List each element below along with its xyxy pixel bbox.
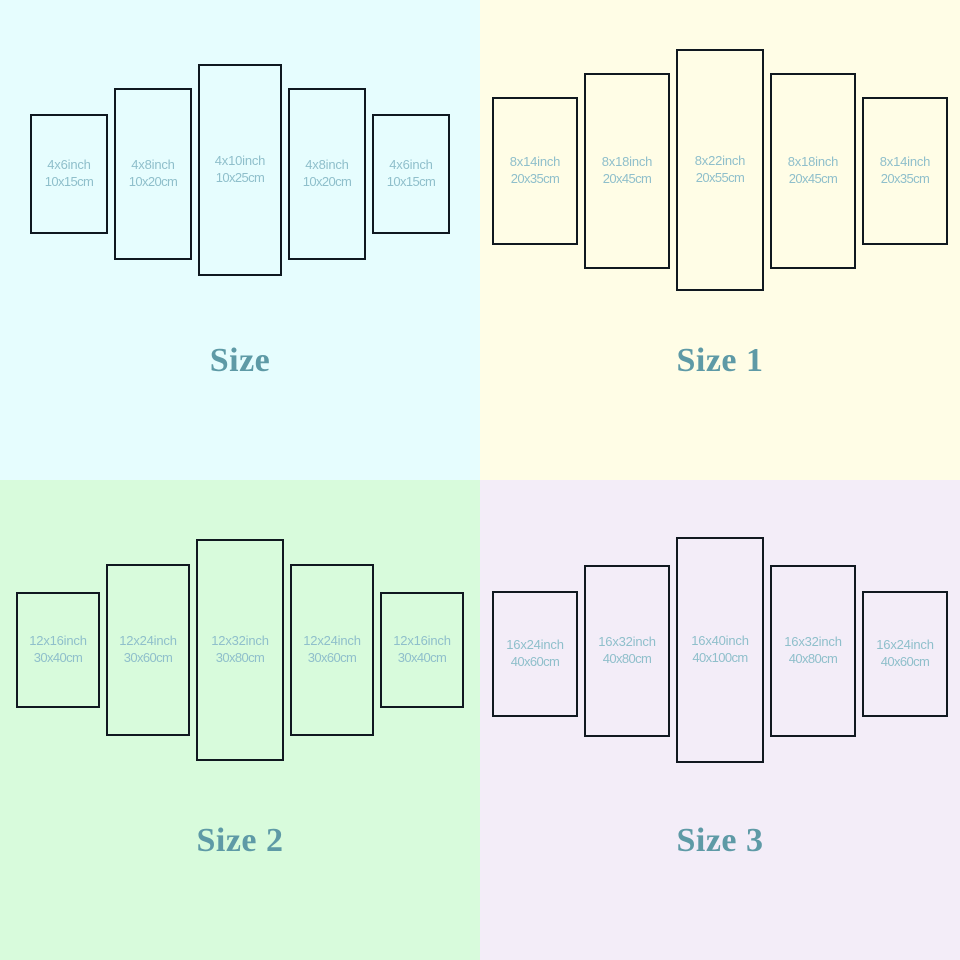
panel-size-inch: 4x6inch: [389, 157, 433, 173]
panel-size-cm: 10x15cm: [386, 174, 436, 189]
panel-size-inch: 16x40inch: [691, 633, 749, 649]
panel-size-cm: 40x100cm: [692, 650, 748, 665]
panel-size-inch: 4x6inch: [47, 157, 91, 173]
panel-size-inch: 4x8inch: [131, 157, 175, 173]
quadrant-title: Size: [209, 342, 271, 379]
panel-size-inch: 8x22inch: [694, 153, 746, 169]
panel-size-inch: 4x8inch: [305, 157, 349, 173]
panel-size-cm: 10x20cm: [128, 174, 178, 189]
panel-size-cm: 40x80cm: [602, 651, 652, 666]
panel-size-inch: 8x18inch: [601, 154, 653, 170]
panel-size-cm: 10x20cm: [302, 174, 352, 189]
panel-size-inch: 16x24inch: [506, 637, 564, 653]
panel-size-inch: 8x14inch: [509, 154, 561, 170]
panel-size-inch: 8x14inch: [879, 154, 931, 170]
quadrant-title: Size 3: [676, 822, 764, 859]
panel-size-inch: 12x32inch: [211, 633, 269, 649]
panel-size-cm: 10x25cm: [215, 170, 265, 185]
panel-size-inch: 4x10inch: [214, 153, 266, 169]
panel-size-cm: 40x60cm: [510, 654, 560, 669]
panel-size-cm: 20x55cm: [695, 170, 745, 185]
panel-size-cm: 30x40cm: [33, 650, 83, 665]
panel-size-inch: 12x16inch: [29, 633, 87, 649]
panel-size-cm: 10x15cm: [44, 174, 94, 189]
panel-size-inch: 12x16inch: [393, 633, 451, 649]
panel-size-cm: 20x45cm: [788, 171, 838, 186]
panel-size-cm: 30x80cm: [215, 650, 265, 665]
panel-size-inch: 16x24inch: [876, 637, 934, 653]
panel-size-cm: 40x60cm: [880, 654, 930, 669]
panel-size-cm: 20x35cm: [880, 171, 930, 186]
panel-size-cm: 40x80cm: [788, 651, 838, 666]
panel-size-cm: 30x60cm: [307, 650, 357, 665]
panel-size-inch: 12x24inch: [119, 633, 177, 649]
panel-size-inch: 16x32inch: [784, 634, 842, 650]
panel-size-cm: 30x40cm: [397, 650, 447, 665]
panel-size-inch: 8x18inch: [787, 154, 839, 170]
panel-size-inch: 16x32inch: [598, 634, 656, 650]
quadrant-title: Size 2: [196, 822, 284, 859]
panel-size-inch: 12x24inch: [303, 633, 361, 649]
quadrant-title: Size 1: [676, 342, 764, 379]
panel-size-cm: 30x60cm: [123, 650, 173, 665]
panel-size-cm: 20x35cm: [510, 171, 560, 186]
panel-size-cm: 20x45cm: [602, 171, 652, 186]
